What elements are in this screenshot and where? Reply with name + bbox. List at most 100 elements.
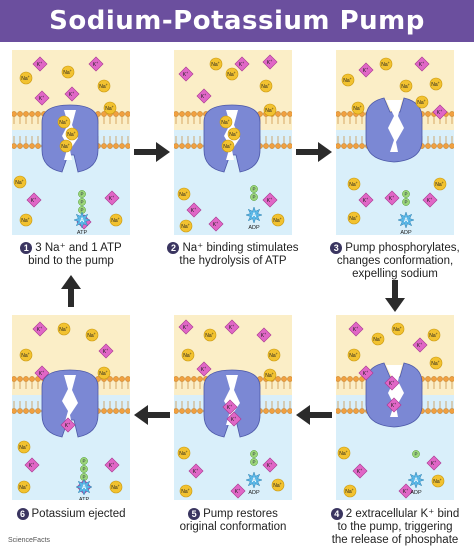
sodium-ion: Na+ bbox=[227, 127, 241, 141]
caption-3-line-3: expelling sodium bbox=[352, 268, 438, 280]
pump-protein bbox=[365, 362, 423, 428]
ion-label: K+ bbox=[363, 197, 368, 204]
adenosine bbox=[245, 206, 263, 224]
lipid-head bbox=[174, 376, 179, 382]
lipid-head bbox=[287, 111, 292, 117]
lipid-head bbox=[269, 408, 275, 414]
lipid-head bbox=[101, 408, 107, 414]
ion-label: K+ bbox=[391, 402, 396, 409]
ion-label: Na+ bbox=[211, 61, 219, 68]
potassium-ion: K+ bbox=[224, 319, 240, 335]
lipid-head bbox=[119, 408, 125, 414]
ion-label: Na+ bbox=[111, 217, 119, 224]
caption-2-line-1: Na⁺ binding stimulates bbox=[182, 242, 299, 254]
lipid-head bbox=[336, 111, 341, 117]
lipid-head bbox=[179, 143, 185, 149]
arrow-down bbox=[385, 280, 405, 312]
sodium-ion: Na+ bbox=[221, 139, 235, 153]
sodium-ion: Na+ bbox=[347, 177, 361, 191]
lipid-head bbox=[443, 408, 449, 414]
panel-step-6: K+Na+Na+K+Na+K+Na+Na+K+Na+K+Na+K+K+PPPAA… bbox=[12, 315, 130, 500]
ion-label: K+ bbox=[183, 324, 188, 331]
lipid-head bbox=[174, 408, 179, 414]
phosphate bbox=[78, 198, 86, 206]
ion-label: K+ bbox=[69, 91, 74, 98]
potassium-ion: K+ bbox=[412, 337, 428, 353]
sodium-ion: Na+ bbox=[391, 322, 405, 336]
ion-label: Na+ bbox=[21, 352, 29, 359]
svg-text:A: A bbox=[80, 218, 85, 224]
phosphate bbox=[80, 457, 88, 465]
ion-label: K+ bbox=[93, 61, 98, 68]
sodium-ion: Na+ bbox=[179, 219, 193, 233]
svg-text:P: P bbox=[80, 192, 83, 197]
lipid-head bbox=[113, 143, 119, 149]
ion-label: K+ bbox=[417, 342, 422, 349]
lipid-head bbox=[275, 143, 281, 149]
lipid-head bbox=[336, 376, 341, 382]
svg-text:P: P bbox=[82, 475, 85, 480]
ion-label: K+ bbox=[213, 221, 218, 228]
step-number-6: 6 bbox=[16, 508, 29, 520]
cell-scene: K+Na+Na+K+Na+K+Na+Na+K+Na+K+Na+K+K+PPPAA… bbox=[12, 315, 130, 500]
lipid-head bbox=[12, 376, 17, 382]
sodium-ion: Na+ bbox=[343, 484, 357, 498]
lipid-head bbox=[29, 111, 35, 117]
ion-label: Na+ bbox=[353, 105, 361, 112]
sodium-ion: Na+ bbox=[19, 213, 33, 227]
lipid-head bbox=[287, 143, 292, 149]
svg-text:ATP: ATP bbox=[77, 230, 88, 235]
ion-label: Na+ bbox=[59, 326, 67, 333]
lipid-head bbox=[191, 111, 197, 117]
lipid-head bbox=[287, 408, 292, 414]
phosphate bbox=[402, 190, 410, 198]
sodium-ion: Na+ bbox=[177, 446, 191, 460]
lipid-head bbox=[35, 408, 41, 414]
logo-text: ScienceFacts bbox=[8, 537, 51, 544]
ion-label: Na+ bbox=[181, 223, 189, 230]
lipid-head bbox=[443, 376, 449, 382]
lipid-head bbox=[23, 408, 29, 414]
potassium-ion: K+ bbox=[186, 202, 202, 218]
ion-label: Na+ bbox=[265, 107, 273, 114]
potassium-ion: K+ bbox=[188, 463, 204, 479]
lipid-head bbox=[17, 143, 23, 149]
svg-text:P: P bbox=[404, 200, 407, 205]
sodium-ion: Na+ bbox=[433, 177, 447, 191]
svg-text:P: P bbox=[80, 200, 83, 205]
ion-label: Na+ bbox=[229, 131, 237, 138]
lipid-head bbox=[431, 376, 437, 382]
adenosine bbox=[245, 471, 263, 489]
caption-4-line-3: the release of phosphate bbox=[331, 534, 459, 546]
ion-label: Na+ bbox=[435, 181, 443, 188]
ion-label: Na+ bbox=[19, 444, 27, 451]
arrow-up bbox=[61, 275, 81, 307]
ion-label: K+ bbox=[403, 488, 408, 495]
svg-text:A: A bbox=[82, 485, 87, 491]
ion-label: K+ bbox=[363, 370, 368, 377]
pump-protein bbox=[365, 97, 423, 163]
lipid-head bbox=[197, 143, 203, 149]
ion-label: Na+ bbox=[431, 360, 439, 367]
sodium-ion: Na+ bbox=[429, 356, 443, 370]
svg-text:ADP: ADP bbox=[410, 490, 422, 496]
ion-label: Na+ bbox=[269, 352, 277, 359]
ion-label: K+ bbox=[353, 326, 358, 333]
svg-text:ATP: ATP bbox=[79, 497, 90, 500]
caption-2-line-2: the hydrolysis of ATP bbox=[179, 255, 287, 267]
lipid-head bbox=[113, 376, 119, 382]
phosphate bbox=[78, 190, 86, 198]
sodium-ion: Na+ bbox=[347, 348, 361, 362]
sodium-ion: Na+ bbox=[179, 484, 193, 498]
lipid-head bbox=[125, 408, 130, 414]
ion-label: K+ bbox=[235, 488, 240, 495]
ion-label: Na+ bbox=[19, 484, 27, 491]
ion-label: Na+ bbox=[59, 119, 67, 126]
lipid-head bbox=[341, 408, 347, 414]
caption-1-line-2: bind to the pump bbox=[28, 255, 114, 267]
ion-label: K+ bbox=[109, 462, 114, 469]
